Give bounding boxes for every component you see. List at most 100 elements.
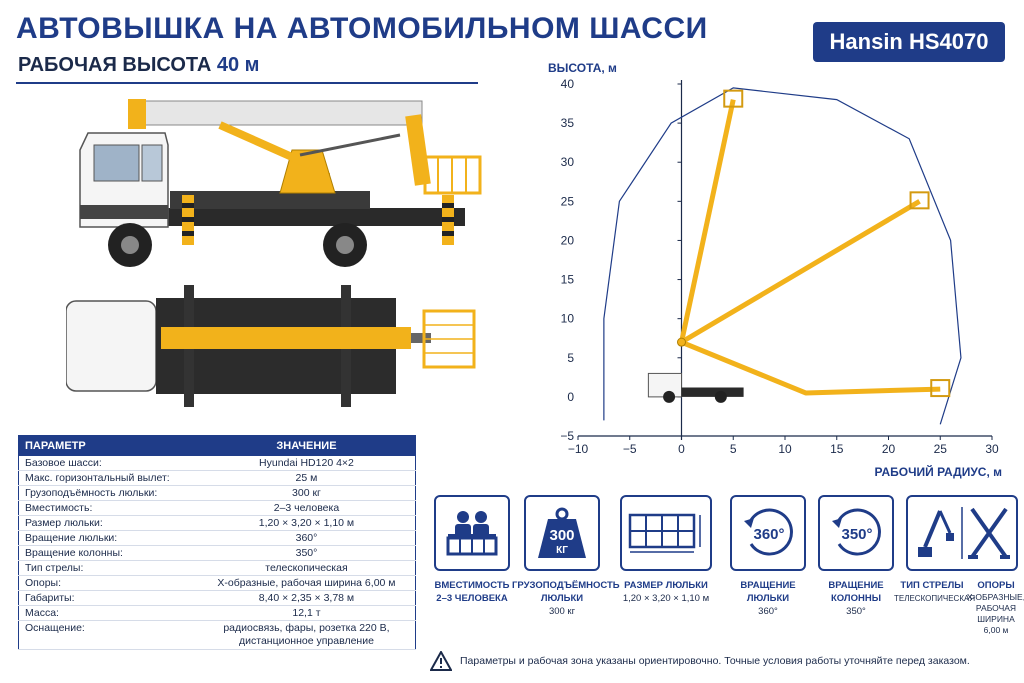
boom-basket xyxy=(723,89,744,108)
x-tick-label: 25 xyxy=(934,442,948,456)
basket-size-icon xyxy=(628,513,701,553)
y-axis-label: ВЫСОТА, м xyxy=(548,61,617,75)
table-row: Габариты:8,40 × 2,35 × 3,78 м xyxy=(18,590,416,606)
mini-truck-wheel xyxy=(663,390,676,403)
table-row: Макс. горизонтальный вылет:25 м xyxy=(18,470,416,486)
y-tick-label: 10 xyxy=(561,312,575,326)
subtitle-prefix: РАБОЧАЯ ВЫСОТА xyxy=(18,54,212,76)
param-name: Вращение колонны: xyxy=(18,545,198,561)
weight-unit: КГ xyxy=(556,545,568,556)
x-tick-label: 5 xyxy=(730,442,737,456)
param-name: Вместимость: xyxy=(18,500,198,516)
x-tick-label: 20 xyxy=(882,442,896,456)
people-in-basket-icon xyxy=(446,511,498,556)
model-badge: Hansin HS4070 xyxy=(813,22,1005,62)
y-tick-label: 5 xyxy=(567,351,574,365)
boom-type-icon xyxy=(918,507,1010,559)
table-row: Вращение колонны:350° xyxy=(18,545,416,561)
rotation-icon: 350° xyxy=(832,508,881,556)
table-row: Опоры:X-образные, рабочая ширина 6,00 м xyxy=(18,575,416,591)
page-subtitle: РАБОЧАЯ ВЫСОТА 40 м xyxy=(18,54,259,77)
weight-icon: 300 КГ xyxy=(538,507,586,558)
table-row: Оснащение: радиосвязь, фары, розетка 220 … xyxy=(18,620,416,650)
param-name: Макс. горизонтальный вылет: xyxy=(18,470,198,486)
param-name: Размер люльки: xyxy=(18,515,198,531)
boom-line xyxy=(680,199,921,345)
x-tick-label: 0 xyxy=(678,442,685,456)
mini-truck-wheel xyxy=(714,390,727,403)
feature-card-capacity xyxy=(434,495,510,571)
param-value: телескопическая xyxy=(197,560,416,576)
param-name: Оснащение: xyxy=(18,620,198,650)
param-name: Грузоподъёмность люльки: xyxy=(18,485,198,501)
param-name: Опоры: xyxy=(18,575,198,591)
table-row: Размер люльки:1,20 × 3,20 × 1,10 м xyxy=(18,515,416,531)
table-row: Базовое шасси:Hyundai HD120 4×2 xyxy=(18,456,416,471)
subtitle-value: 40 м xyxy=(216,54,260,76)
rotation-value: 350° xyxy=(841,526,872,543)
y-tick-label: −5 xyxy=(560,429,574,443)
working-envelope-line xyxy=(603,87,962,425)
rotation-value: 360° xyxy=(753,526,784,543)
table-row: Тип стрелы:телескопическая xyxy=(18,560,416,576)
y-tick-label: 40 xyxy=(561,77,575,91)
parameters-table: ПАРАМЕТР ЗНАЧЕНИЕ Базовое шасси:Hyundai … xyxy=(18,435,416,650)
table-header-param: ПАРАМЕТР xyxy=(18,435,198,456)
param-name: Вращение люльки: xyxy=(18,530,198,546)
param-value: 1,20 × 3,20 × 1,10 м xyxy=(197,515,416,531)
table-row: Грузоподъёмность люльки:300 кг xyxy=(18,485,416,501)
y-tick-label: 20 xyxy=(561,233,575,247)
boom-pivot xyxy=(677,337,686,347)
y-tick-label: 35 xyxy=(561,116,575,130)
x-tick-label: −5 xyxy=(623,442,637,456)
subtitle-underline xyxy=(16,82,478,84)
weight-value: 300 xyxy=(549,527,574,544)
y-tick-label: 15 xyxy=(561,273,575,287)
param-name: Базовое шасси: xyxy=(18,456,198,471)
feature-card-boom-outriggers xyxy=(906,495,1018,571)
param-value-line1: радиосвязь, фары, розетка 220 В, xyxy=(223,622,390,634)
warning-icon xyxy=(430,651,452,671)
boom-basket xyxy=(930,379,951,398)
mini-truck-chassis xyxy=(681,387,744,397)
feature-card-basket-size xyxy=(620,495,712,571)
x-tick-label: 10 xyxy=(778,442,792,456)
x-tick-label: 15 xyxy=(830,442,844,456)
param-value-line2: дистанционное управление xyxy=(239,635,374,647)
param-value: 8,40 × 2,35 × 3,78 м xyxy=(197,590,416,606)
param-value: 25 м xyxy=(197,470,416,486)
param-value: 350° xyxy=(197,545,416,561)
param-value: 360° xyxy=(197,530,416,546)
boom-basket xyxy=(909,191,930,210)
param-name: Тип стрелы: xyxy=(18,560,198,576)
x-axis-label: РАБОЧИЙ РАДИУС, м xyxy=(875,464,1003,479)
param-value: 300 кг xyxy=(197,485,416,501)
param-value: 12,1 т xyxy=(197,605,416,621)
feature-label-outriggers: ОПОРЫ X-ОБРАЗНЫЕ, РАБОЧАЯ ШИРИНА 6,00 м xyxy=(966,580,1024,635)
feature-card-column-rotation: 350° xyxy=(818,495,894,571)
feature-card-basket-rotation: 360° xyxy=(730,495,806,571)
x-tick-label: 30 xyxy=(985,442,999,456)
param-value: Hyundai HD120 4×2 xyxy=(197,456,416,471)
table-header-value: ЗНАЧЕНИЕ xyxy=(197,435,416,456)
truck-side-view-illustration xyxy=(79,99,482,267)
table-row: Вместимость:2–3 человека xyxy=(18,500,416,516)
x-tick-label: −10 xyxy=(568,442,589,456)
table-row: Вращение люльки:360° xyxy=(18,530,416,546)
footer-note-text: Параметры и рабочая зона указаны ориенти… xyxy=(460,655,970,667)
param-name: Габариты: xyxy=(18,590,198,606)
param-name: Масса: xyxy=(18,605,198,621)
truck-top-view-illustration xyxy=(66,285,476,407)
boom-line xyxy=(679,99,736,343)
y-tick-label: 0 xyxy=(567,390,574,404)
y-tick-label: 25 xyxy=(561,194,575,208)
param-value: 2–3 человека xyxy=(197,500,416,516)
